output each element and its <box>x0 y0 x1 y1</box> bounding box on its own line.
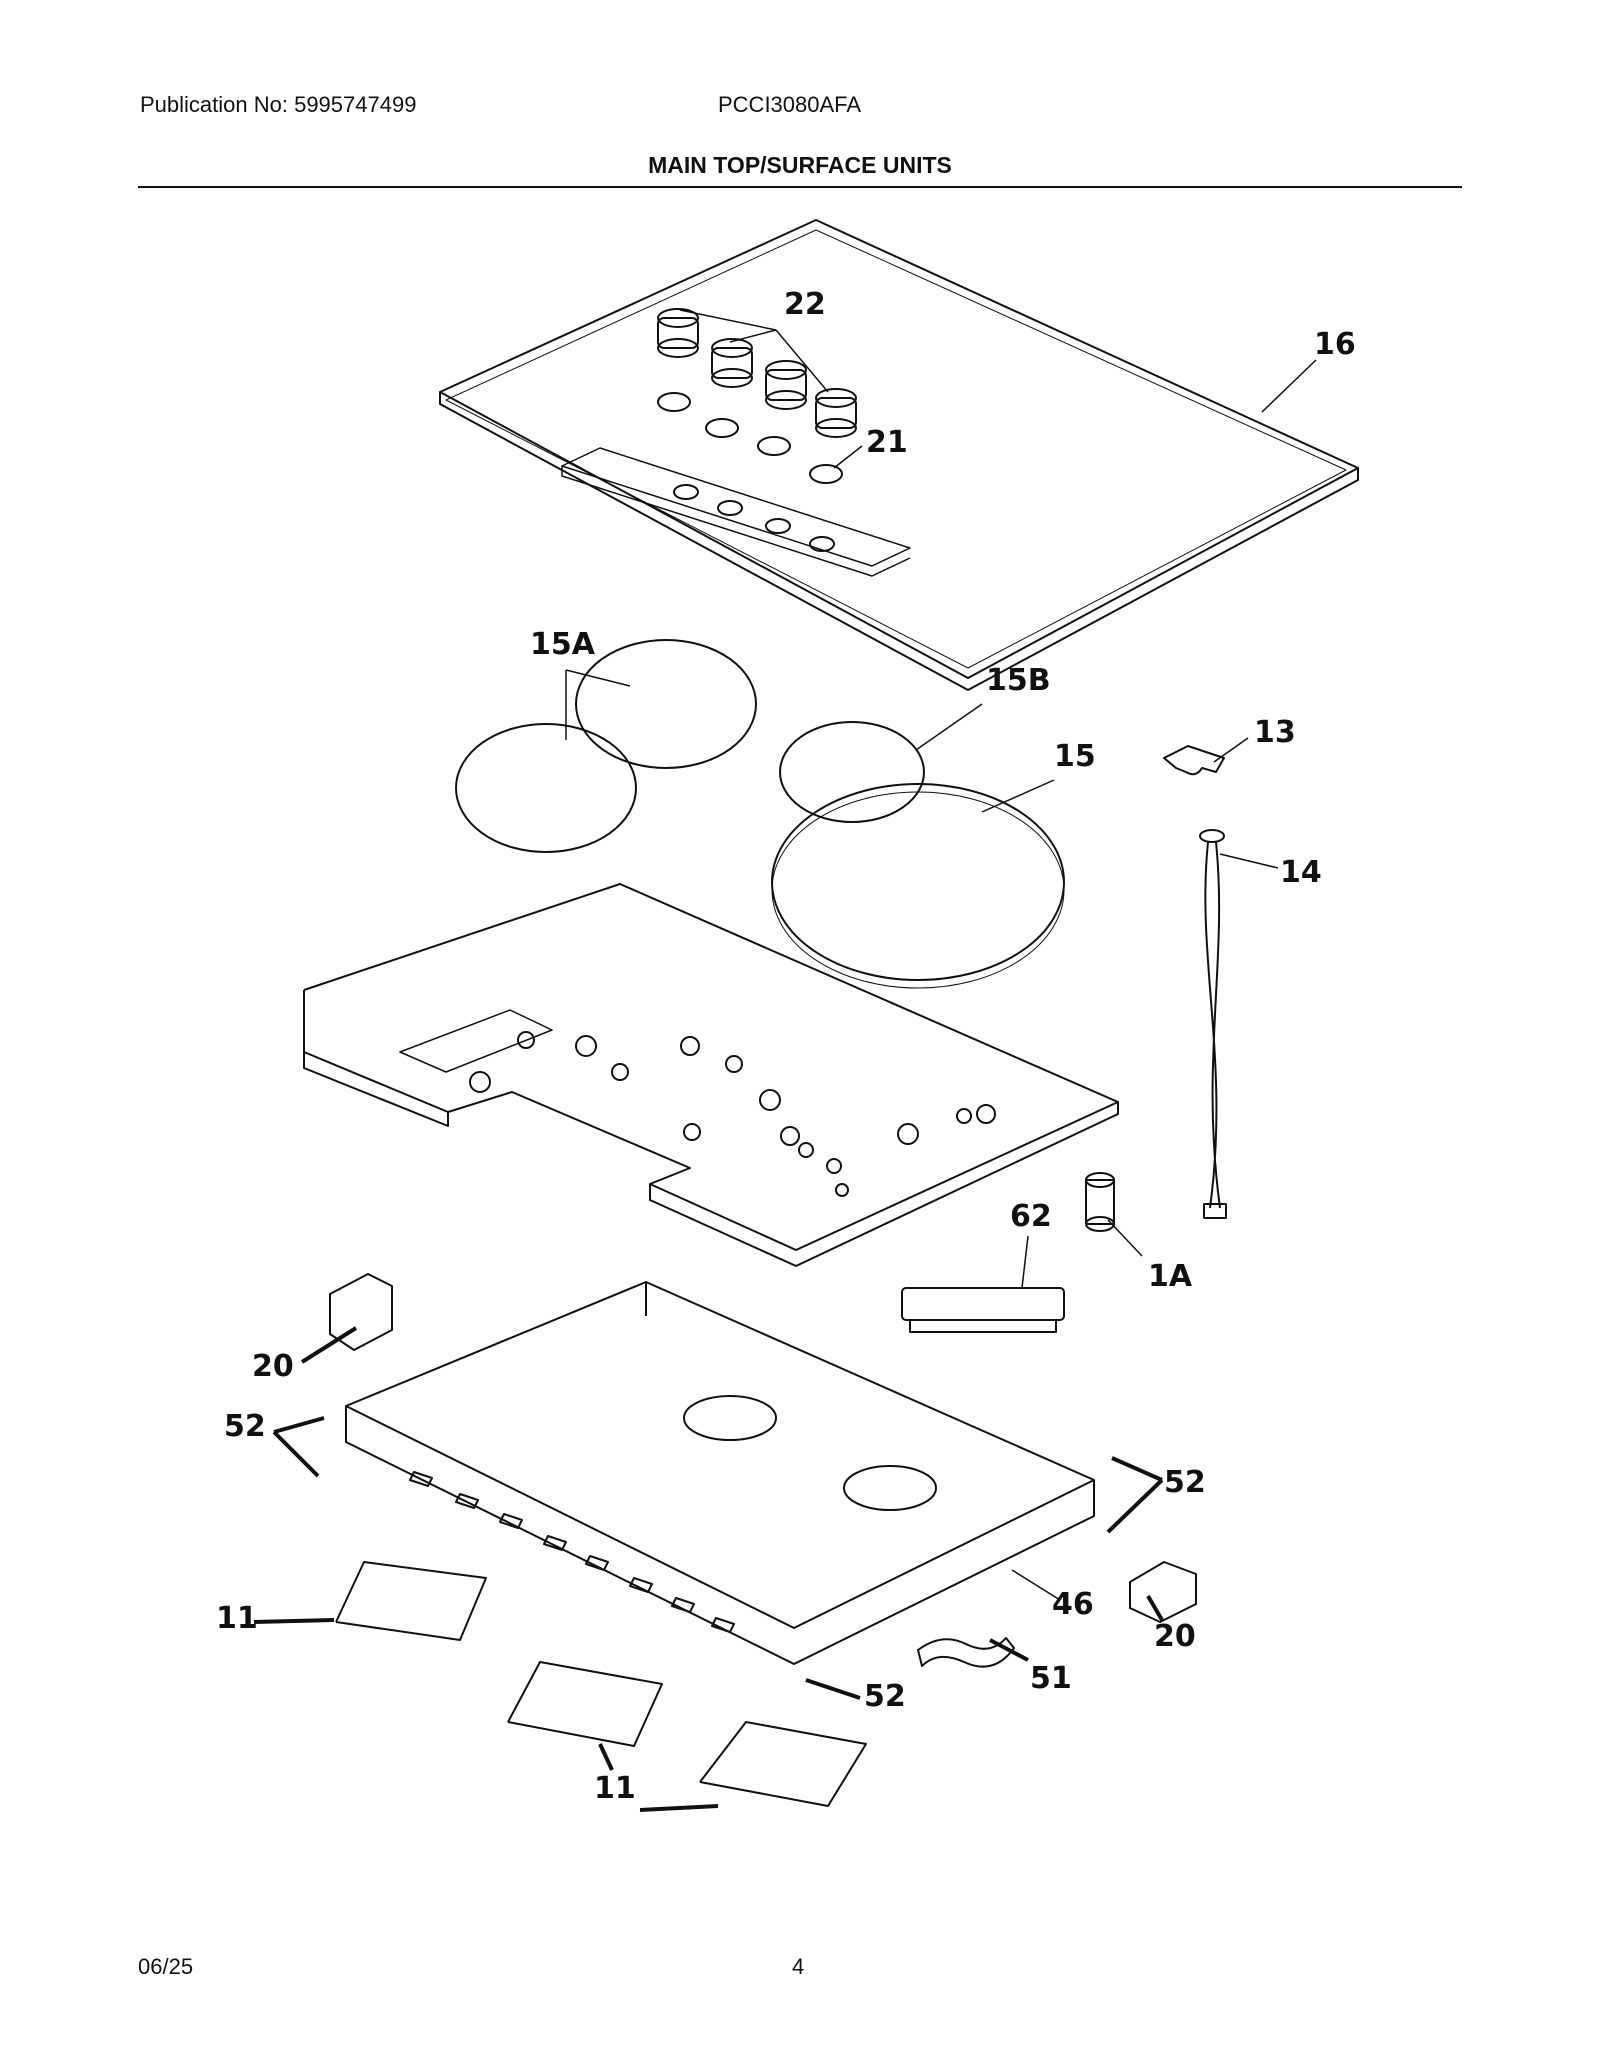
callout-21: 21 <box>866 425 908 460</box>
clip-part <box>1163 745 1225 776</box>
knob-seals <box>657 392 843 552</box>
callout-11-middle: 11 <box>594 1771 636 1806</box>
publication-number: Publication No: 5995747499 <box>140 92 417 117</box>
indicator-harness <box>1199 829 1227 1219</box>
cable-clamp <box>917 1637 1015 1668</box>
callout-51: 51 <box>1030 1661 1072 1696</box>
callout-52-bottom: 52 <box>864 1679 906 1714</box>
callout-15: 15 <box>1054 739 1096 774</box>
callout-20-right: 20 <box>1154 1619 1196 1654</box>
element-mounting-pan <box>303 883 1119 1267</box>
callout-22: 22 <box>784 287 826 322</box>
callout-46: 46 <box>1052 1587 1094 1622</box>
cooktop-glass-top <box>439 219 1359 691</box>
title-rule <box>138 186 1462 188</box>
lower-chassis-box <box>345 1281 1095 1665</box>
callout-1a: 1A <box>1148 1259 1193 1294</box>
callout-14: 14 <box>1280 855 1322 890</box>
page-number: 4 <box>792 1954 805 1979</box>
callout-15b: 15B <box>986 663 1051 698</box>
brackets-20 <box>329 1273 1197 1623</box>
callout-52-left: 52 <box>224 1409 266 1444</box>
footer-date: 06/25 <box>138 1954 194 1979</box>
callout-62: 62 <box>1010 1199 1052 1234</box>
terminal-block <box>901 1287 1065 1333</box>
callout-20-left: 20 <box>252 1349 294 1384</box>
page-title: MAIN TOP/SURFACE UNITS <box>648 152 952 178</box>
control-knobs <box>657 308 857 438</box>
leader-lines <box>253 309 1317 1812</box>
callout-13: 13 <box>1254 715 1296 750</box>
sensor-part <box>1085 1172 1115 1232</box>
callout-16: 16 <box>1314 327 1356 362</box>
callout-11-left: 11 <box>216 1601 258 1636</box>
callout-52-right: 52 <box>1164 1465 1206 1500</box>
callout-15a: 15A <box>530 627 595 662</box>
model-number: PCCI3080AFA <box>718 92 862 117</box>
support-brackets-11 <box>335 1561 867 1807</box>
surface-elements <box>455 639 1065 989</box>
